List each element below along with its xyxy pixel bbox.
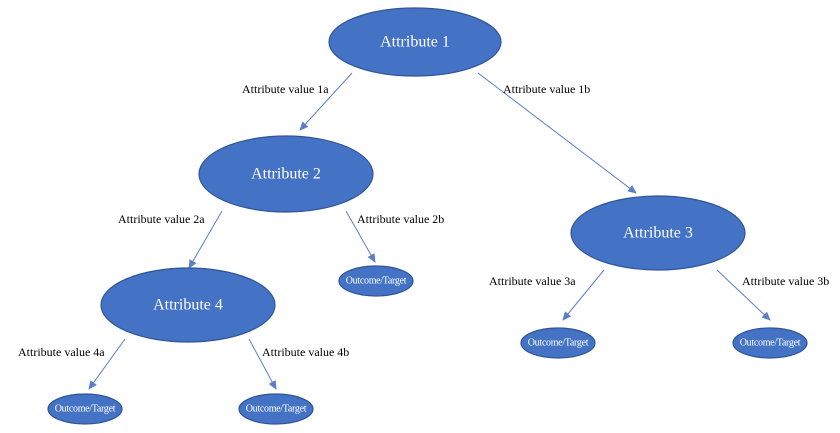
edge-1b-arrow [477,72,637,194]
edge-labels: Attribute value 1a Attribute value 1b At… [18,82,829,359]
edge-label-2a: Attribute value 2a [118,212,205,226]
edge-2b-arrow [345,210,376,263]
node-outcome-3a: Outcome/Target [520,327,596,359]
node-attribute-4-label: Attribute 4 [153,297,223,314]
edge-label-1b: Attribute value 1b [503,82,590,96]
node-attribute-3: Attribute 3 [570,195,746,271]
edge-3b-arrow [716,269,771,321]
node-attribute-1: Attribute 1 [328,7,502,77]
node-outcome-4b-shape [238,393,314,425]
node-outcome-4b: Outcome/Target [238,393,314,425]
node-outcome-4a: Outcome/Target [47,393,123,425]
edge-3a-arrow [562,269,605,321]
node-outcome-2b-label: Outcome/Target [346,276,407,287]
node-outcome-2b-shape [338,265,414,297]
edge-label-1a: Attribute value 1a [242,82,329,96]
node-outcome-4b-label: Outcome/Target [246,404,307,415]
node-attribute-3-label: Attribute 3 [623,225,693,242]
edge-2a-arrow [188,210,223,269]
edge-label-3a: Attribute value 3a [489,274,576,288]
edge-label-2b: Attribute value 2b [357,212,444,226]
node-attribute-1-label: Attribute 1 [380,34,450,51]
edges [88,72,771,390]
node-outcome-3a-shape [520,327,596,359]
edge-4b-arrow [248,338,277,390]
edge-label-4b: Attribute value 4b [262,345,349,359]
node-attribute-2: Attribute 2 [198,135,374,213]
node-outcome-3b: Outcome/Target [732,327,808,359]
node-attribute-2-label: Attribute 2 [251,166,321,183]
node-attribute-1-shape [328,7,502,77]
edge-label-3b: Attribute value 3b [742,274,829,288]
edge-1a-arrow [299,72,353,131]
node-attribute-2-shape [198,135,374,213]
node-outcome-3b-label: Outcome/Target [740,338,801,349]
node-attribute-4: Attribute 4 [100,267,276,343]
edge-4a-arrow [88,338,126,390]
node-attribute-4-shape [100,267,276,343]
node-outcome-4a-label: Outcome/Target [55,404,116,415]
node-outcome-3a-label: Outcome/Target [528,338,589,349]
node-outcome-2b: Outcome/Target [338,265,414,297]
node-outcome-4a-shape [47,393,123,425]
edge-label-4a: Attribute value 4a [18,345,105,359]
node-attribute-3-shape [570,195,746,271]
node-outcome-3b-shape [732,327,808,359]
